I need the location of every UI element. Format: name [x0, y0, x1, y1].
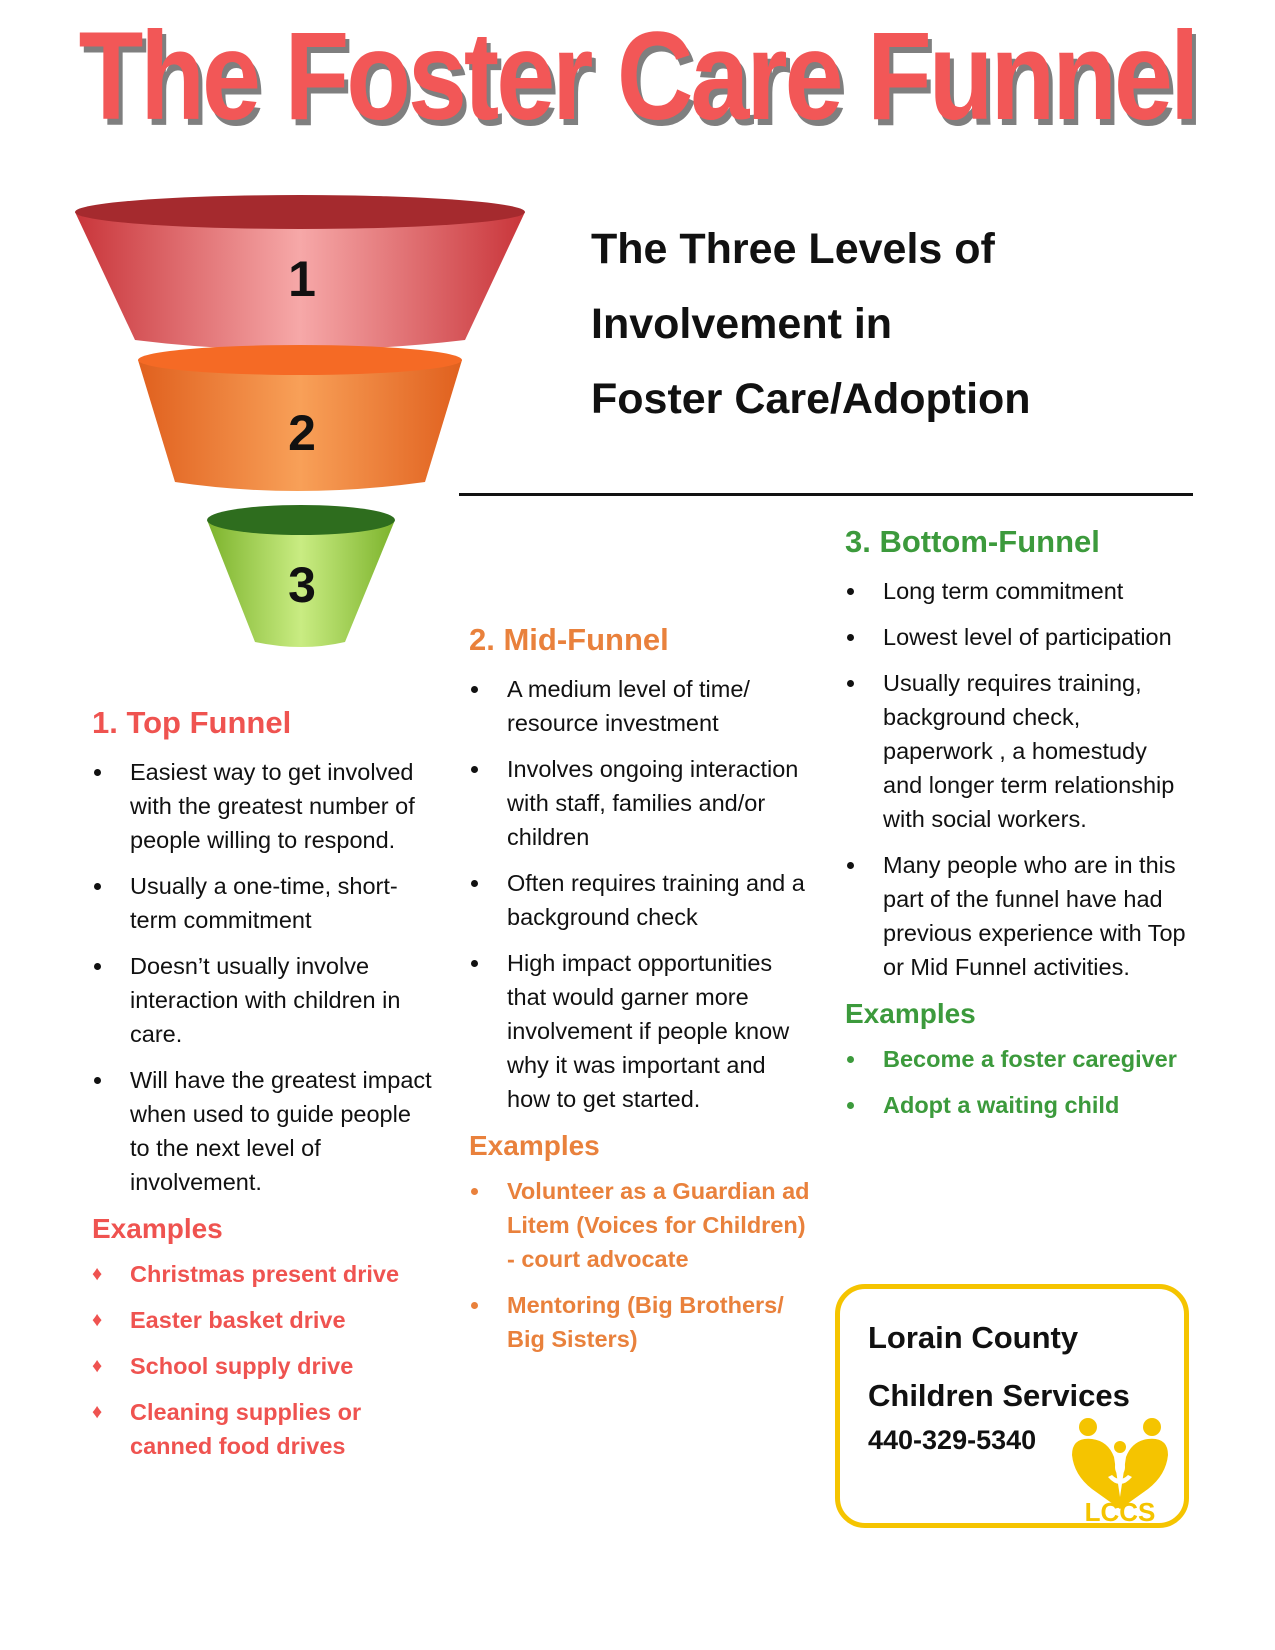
mid-examples-list: Volunteer as a Guardian ad Litem (Voices… [469, 1174, 814, 1356]
list-item: Will have the greatest impact when used … [92, 1063, 437, 1199]
page-title: The Foster Care Funnel [78, 6, 1200, 147]
funnel-label-3: 3 [288, 557, 316, 613]
subtitle-line-1: The Three Levels of [591, 225, 995, 273]
funnel-level-1 [75, 195, 525, 350]
funnel-label-2: 2 [288, 405, 316, 461]
list-item: Mentoring (Big Brothers/ Big Sisters) [469, 1288, 814, 1356]
logo-text: LCCS [1085, 1497, 1156, 1525]
list-item: Volunteer as a Guardian ad Litem (Voices… [469, 1174, 814, 1276]
bottom-funnel-heading: 3. Bottom-Funnel [845, 524, 1100, 559]
bottom-funnel-section: 3. Bottom-Funnel Long term commitment Lo… [845, 522, 1190, 1134]
mid-funnel-heading: 2. Mid-Funnel [469, 622, 669, 657]
funnel-level-3 [207, 505, 395, 647]
top-examples-heading: Examples [92, 1213, 223, 1244]
list-item: Doesn’t usually involve interaction with… [92, 949, 437, 1051]
list-item: Involves ongoing interaction with staff,… [469, 752, 814, 854]
list-item: Usually requires training, background ch… [845, 666, 1190, 836]
subtitle-line-2: Involvement in [591, 300, 893, 348]
funnel-level-2 [138, 345, 462, 491]
bottom-examples-heading: Examples [845, 998, 976, 1029]
list-item: Easiest way to get involved with the gre… [92, 755, 437, 857]
list-item: Easter basket drive [92, 1303, 437, 1337]
divider [459, 493, 1193, 496]
list-item: A medium level of time/ resource investm… [469, 672, 814, 740]
funnel-graphic: 1 2 3 [75, 195, 525, 647]
mid-funnel-bullets: A medium level of time/ resource investm… [469, 672, 814, 1116]
contact-box: Lorain County Children Services 440-329-… [835, 1284, 1189, 1528]
lccs-logo-icon: LCCS [1072, 1418, 1168, 1525]
phone-number: 440-329-5340 [868, 1425, 1037, 1455]
list-item: Often requires training and a background… [469, 866, 814, 934]
mid-funnel-section: 2. Mid-Funnel A medium level of time/ re… [469, 620, 814, 1368]
bottom-examples-list: Become a foster caregiver Adopt a waitin… [845, 1042, 1190, 1122]
list-item: Many people who are in this part of the … [845, 848, 1190, 984]
subtitle: The Three Levels of Involvement in Foste… [591, 212, 1231, 437]
list-item: Usually a one-time, short-term commitmen… [92, 869, 437, 937]
list-item: Become a foster caregiver [845, 1042, 1190, 1076]
list-item: Long term commitment [845, 574, 1190, 608]
organization-line-1: Lorain County [868, 1320, 1079, 1355]
list-item: School supply drive [92, 1349, 437, 1383]
organization-line-2: Children Services [868, 1378, 1130, 1413]
list-item: Lowest level of participation [845, 620, 1190, 654]
top-funnel-bullets: Easiest way to get involved with the gre… [92, 755, 437, 1199]
funnel-label-1: 1 [288, 251, 316, 307]
bottom-funnel-bullets: Long term commitment Lowest level of par… [845, 574, 1190, 984]
organization-name: Lorain County Children Services [868, 1309, 1130, 1425]
subtitle-line-3: Foster Care/Adoption [591, 375, 1031, 423]
mid-examples-heading: Examples [469, 1130, 600, 1161]
list-item: Cleaning supplies or canned food drives [92, 1395, 437, 1463]
list-item: High impact opportunities that would gar… [469, 946, 814, 1116]
top-examples-list: Christmas present drive Easter basket dr… [92, 1257, 437, 1463]
list-item: Christmas present drive [92, 1257, 437, 1291]
top-funnel-heading: 1. Top Funnel [92, 705, 292, 740]
top-funnel-section: 1. Top Funnel Easiest way to get involve… [92, 703, 437, 1475]
list-item: Adopt a waiting child [845, 1088, 1190, 1122]
